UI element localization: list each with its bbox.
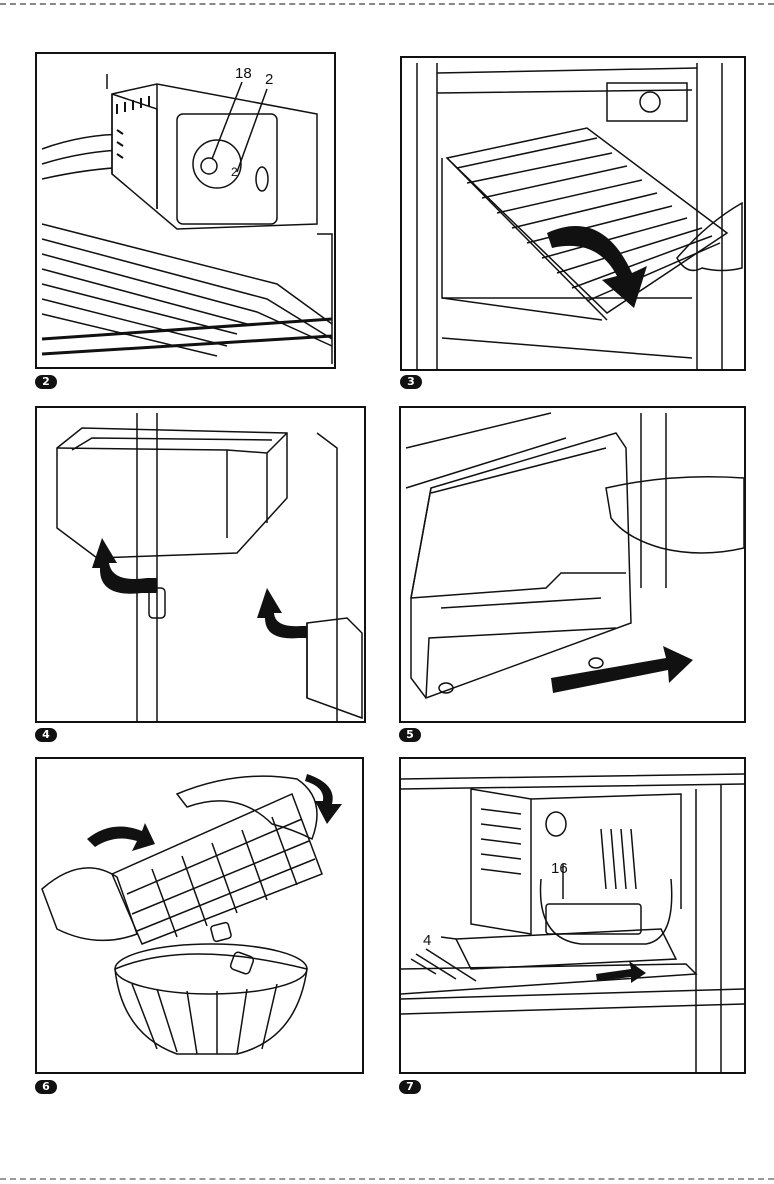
figure-4-illustration (37, 408, 364, 721)
figure-3-illustration (402, 58, 744, 369)
freezer-tray (456, 929, 676, 969)
figure-4-door-bin-panel (35, 406, 366, 723)
figure-2-illustration: 18 2 2 (37, 54, 334, 367)
thermostat-housing (607, 83, 687, 121)
callout-4: 4 (423, 932, 431, 949)
thermostat-housing (112, 84, 317, 229)
top-dashed-rule (0, 3, 774, 5)
figure-3-number: 3 (400, 375, 422, 389)
bottom-dashed-rule (0, 1178, 774, 1180)
freezer-compartment (531, 794, 681, 909)
figure-5-number: 5 (399, 728, 421, 742)
figure-3-shelf-removal-panel (400, 56, 746, 371)
figure-5-crisper-drawer-panel (399, 406, 746, 723)
figure-6-ice-tray-panel (35, 757, 364, 1074)
right-curved-arrow (305, 774, 342, 824)
figure-2-thermostat-panel: 18 2 2 (35, 52, 336, 369)
figure-2-number: 2 (35, 375, 57, 389)
dial-mark: 2 (231, 165, 238, 179)
right-arrow (551, 646, 693, 693)
glass-bowl (115, 954, 307, 1054)
figure-7-freezer-compartment-panel: 16 4 (399, 757, 746, 1074)
figure-6-illustration (37, 759, 362, 1072)
up-arrow-right (257, 588, 307, 638)
left-curved-arrow (87, 823, 155, 851)
callout-2: 2 (265, 71, 273, 88)
callout-18: 18 (235, 65, 252, 82)
callout-16: 16 (551, 860, 568, 877)
figure-7-illustration: 16 4 (401, 759, 744, 1072)
cabinet-wall (417, 63, 437, 369)
ice-tray (546, 904, 641, 934)
figure-7-number: 7 (399, 1080, 421, 1094)
door-bin (57, 428, 287, 558)
lower-bin (307, 618, 362, 718)
figure-4-number: 4 (35, 728, 57, 742)
grid-shelf (447, 128, 727, 313)
down-arrow (547, 226, 647, 308)
figure-6-number: 6 (35, 1080, 57, 1094)
figure-5-illustration (401, 408, 744, 721)
